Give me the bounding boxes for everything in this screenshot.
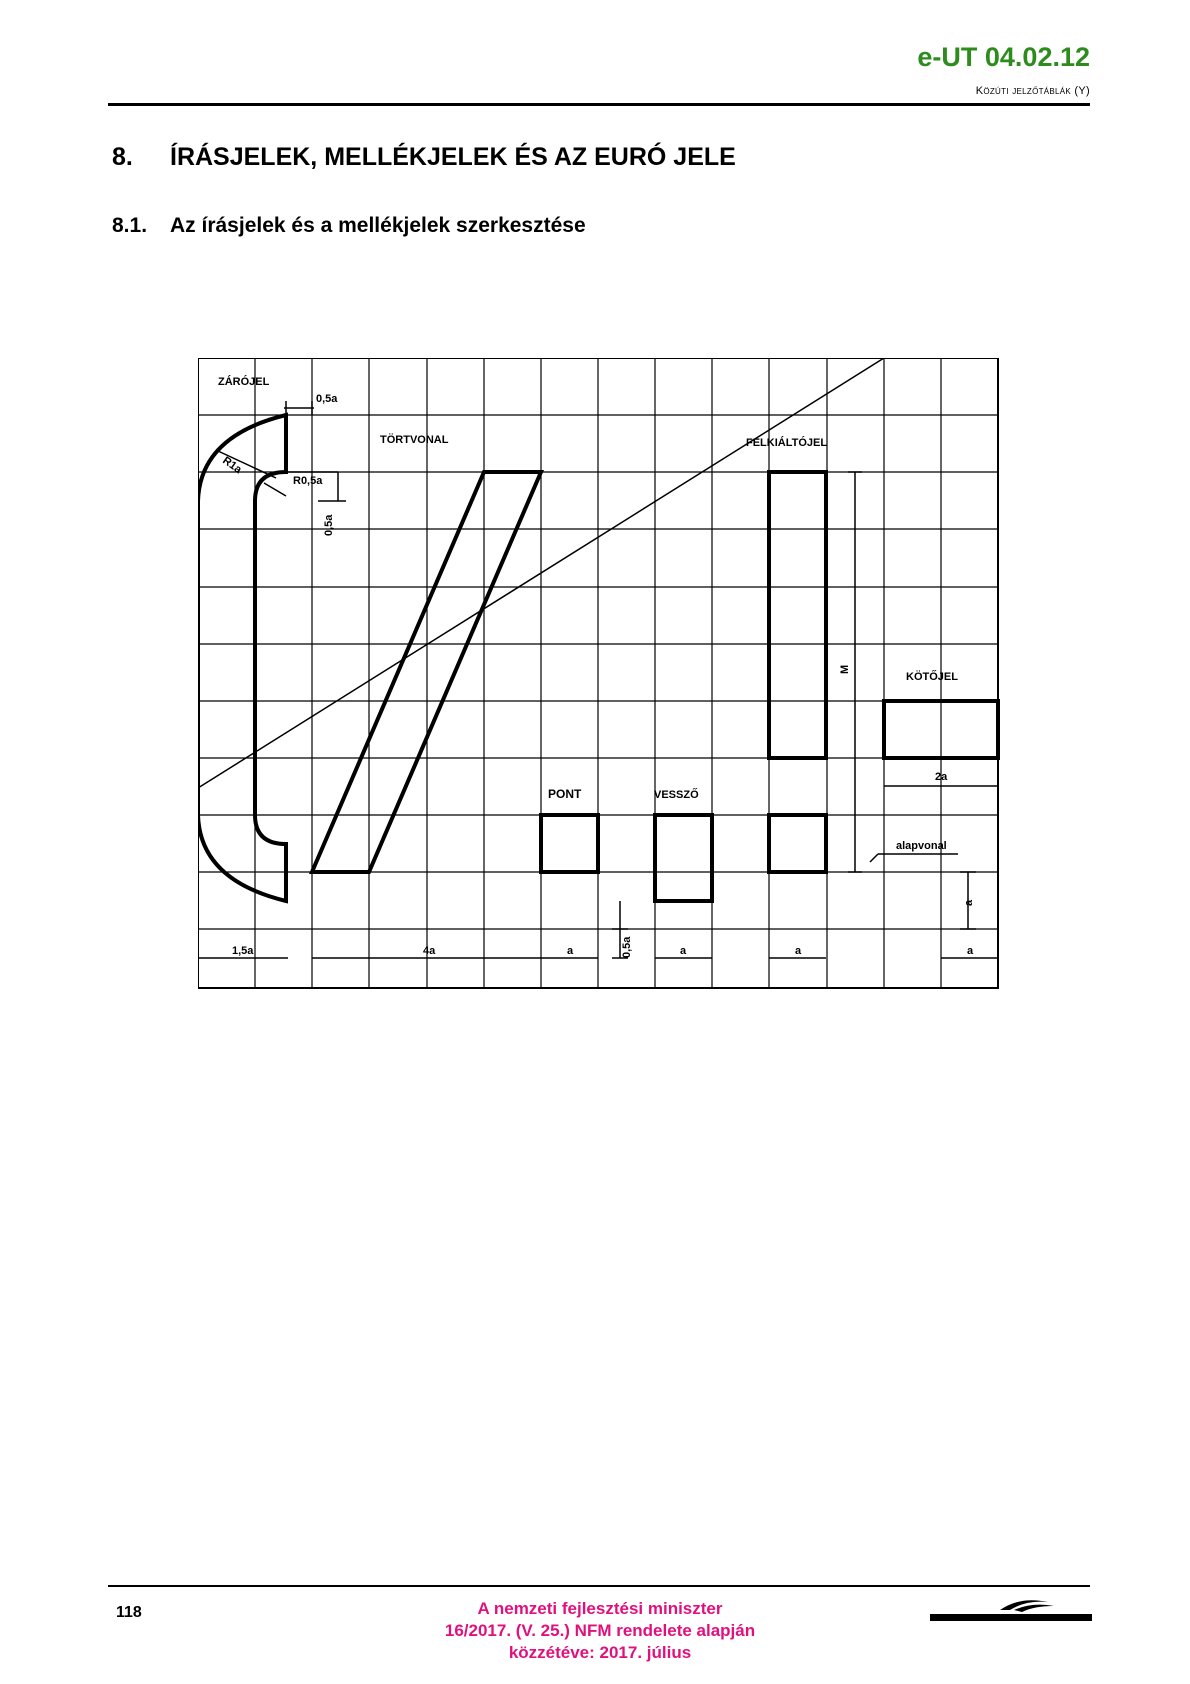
alapvonal-label: alapvonal bbox=[896, 840, 947, 852]
zarojel-label: ZÁRÓJEL bbox=[218, 375, 270, 388]
grid-lines bbox=[197, 357, 999, 989]
vesszo-shape bbox=[653, 813, 714, 903]
footer-publication-note: A nemzeti fejlesztési miniszter 16/2017.… bbox=[380, 1598, 820, 1664]
dimension-1-5a: 1,5a bbox=[232, 945, 254, 957]
tortvonal-label: TÖRTVONAL bbox=[380, 433, 449, 446]
vesszo-label: VESSZŐ bbox=[654, 788, 699, 801]
dimension-lines bbox=[197, 357, 999, 959]
document-subtitle: Közúti jelzőtáblák (Y) bbox=[975, 85, 1090, 97]
footer-line-1: A nemzeti fejlesztési miniszter bbox=[477, 1599, 723, 1618]
dimension-r1a: R1a bbox=[220, 455, 244, 477]
zarojel-shape bbox=[196, 412, 288, 904]
dimension-a-felkialtojel: a bbox=[795, 945, 802, 957]
header-rule bbox=[108, 103, 1090, 106]
section-heading: 8. ÍRÁSJELEK, MELLÉKJELEK ÉS AZ EURÓ JELE bbox=[112, 143, 736, 172]
dimension-4a: 4a bbox=[423, 945, 436, 957]
felkialtojel-label: FELKIÁLTÓJEL bbox=[746, 436, 827, 449]
construction-grid-svg: ZÁRÓJEL 0,5a R1a R0,5a 0,5a TÖRTVONAL FE… bbox=[196, 357, 1000, 989]
dimension-r05a: R0,5a bbox=[293, 475, 323, 487]
road-logo-icon bbox=[930, 1600, 1092, 1621]
pont-shape bbox=[539, 813, 600, 874]
section-number: 8. bbox=[112, 143, 133, 171]
felkialtojel-bar bbox=[767, 470, 828, 760]
subsection-title: Az írásjelek és a mellékjelek szerkeszté… bbox=[170, 214, 586, 237]
kotojel-label: KÖTŐJEL bbox=[906, 670, 958, 683]
subsection-heading: 8.1. Az írásjelek és a mellékjelek szerke… bbox=[112, 214, 586, 238]
publisher-logo bbox=[930, 1596, 1092, 1628]
footer-line-2: 16/2017. (V. 25.) NFM rendelete alapján bbox=[444, 1621, 756, 1640]
felkialtojel-dot bbox=[767, 813, 828, 874]
pont-label: PONT bbox=[548, 787, 582, 801]
dimension-a-pont: a bbox=[567, 945, 574, 957]
dimension-m: M bbox=[839, 665, 851, 674]
subsection-number: 8.1. bbox=[112, 214, 148, 237]
punctuation-construction-figure: ZÁRÓJEL 0,5a R1a R0,5a 0,5a TÖRTVONAL FE… bbox=[196, 357, 1008, 1003]
dimension-half-a-bottom: 0,5a bbox=[621, 936, 633, 958]
tortvonal-shape bbox=[308, 470, 545, 874]
dimension-a-vesszo: a bbox=[680, 945, 687, 957]
footer-rule bbox=[108, 1585, 1090, 1587]
dimension-a-right-vertical: a bbox=[963, 899, 975, 906]
dimension-2a: 2a bbox=[935, 771, 948, 783]
dimension-half-a-top: 0,5a bbox=[316, 393, 338, 405]
footer-line-3: közzétéve: 2017. július bbox=[508, 1643, 692, 1662]
section-title: ÍRÁSJELEK, MELLÉKJELEK ÉS AZ EURÓ JELE bbox=[170, 143, 736, 171]
page-number: 118 bbox=[116, 1604, 142, 1621]
dimension-a-right: a bbox=[967, 945, 974, 957]
document-code: e-UT 04.02.12 bbox=[917, 42, 1090, 72]
dimension-half-a-vertical: 0,5a bbox=[323, 514, 335, 536]
kotojel-shape bbox=[882, 699, 1000, 760]
